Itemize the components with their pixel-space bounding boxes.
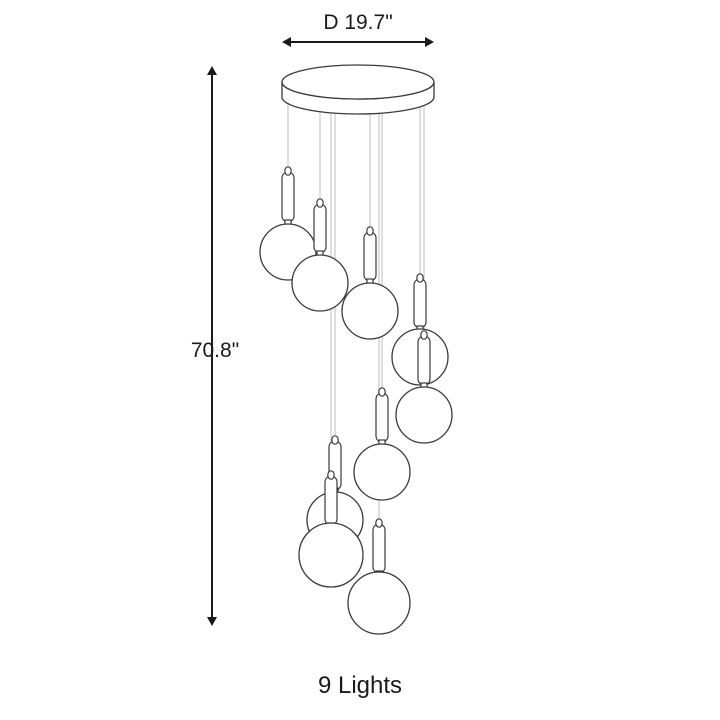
pendant-3 [341, 226, 399, 340]
width-arrow-right-head [425, 37, 434, 47]
pendant-8-hanger-loop [327, 470, 335, 480]
width-arrow-left-head [282, 37, 291, 47]
pendant-5-body [417, 335, 431, 386]
height-arrow-bottom-head [207, 617, 217, 626]
pendant-9 [347, 518, 411, 635]
pendant-7-hanger-loop [331, 435, 339, 445]
pendant-6-hanger-loop [378, 387, 386, 397]
pendant-4-hanger-loop [416, 273, 424, 283]
pendant-9-hanger-loop [375, 518, 383, 528]
pendant-2-hanger-loop [316, 198, 324, 208]
pendant-2-globe [291, 254, 349, 312]
height-arrow-top-head [207, 66, 217, 75]
ceiling-canopy [281, 64, 435, 115]
pendant-3-hanger-loop [366, 226, 374, 236]
height-dimension-label: 70.8" [191, 339, 239, 362]
pendant-2-body [313, 203, 327, 254]
pendant-3-globe [341, 282, 399, 340]
pendant-6 [353, 387, 411, 501]
pendant-2 [291, 198, 349, 312]
pendant-5-globe [395, 386, 453, 444]
pendant-6-body [375, 392, 389, 443]
pendant-8 [298, 470, 364, 588]
light-count-caption: 9 Lights [318, 672, 402, 699]
width-dimension-arrow [282, 37, 434, 47]
pendant-5 [395, 330, 453, 444]
pendant-9-globe [347, 571, 411, 635]
pendant-5-hanger-loop [420, 330, 428, 340]
pendant-lamps [259, 166, 453, 635]
pendant-6-globe [353, 443, 411, 501]
width-dimension-label: D 19.7" [323, 11, 392, 34]
canopy-top-face [281, 64, 435, 100]
pendant-8-body [324, 475, 338, 526]
pendant-4-body [413, 278, 427, 329]
pendant-1-body [281, 171, 295, 223]
pendant-3-body [363, 231, 377, 282]
height-dimension-arrow [207, 66, 217, 626]
pendant-1-hanger-loop [284, 166, 292, 176]
pendant-8-globe [298, 522, 364, 588]
pendant-9-body [372, 523, 386, 574]
